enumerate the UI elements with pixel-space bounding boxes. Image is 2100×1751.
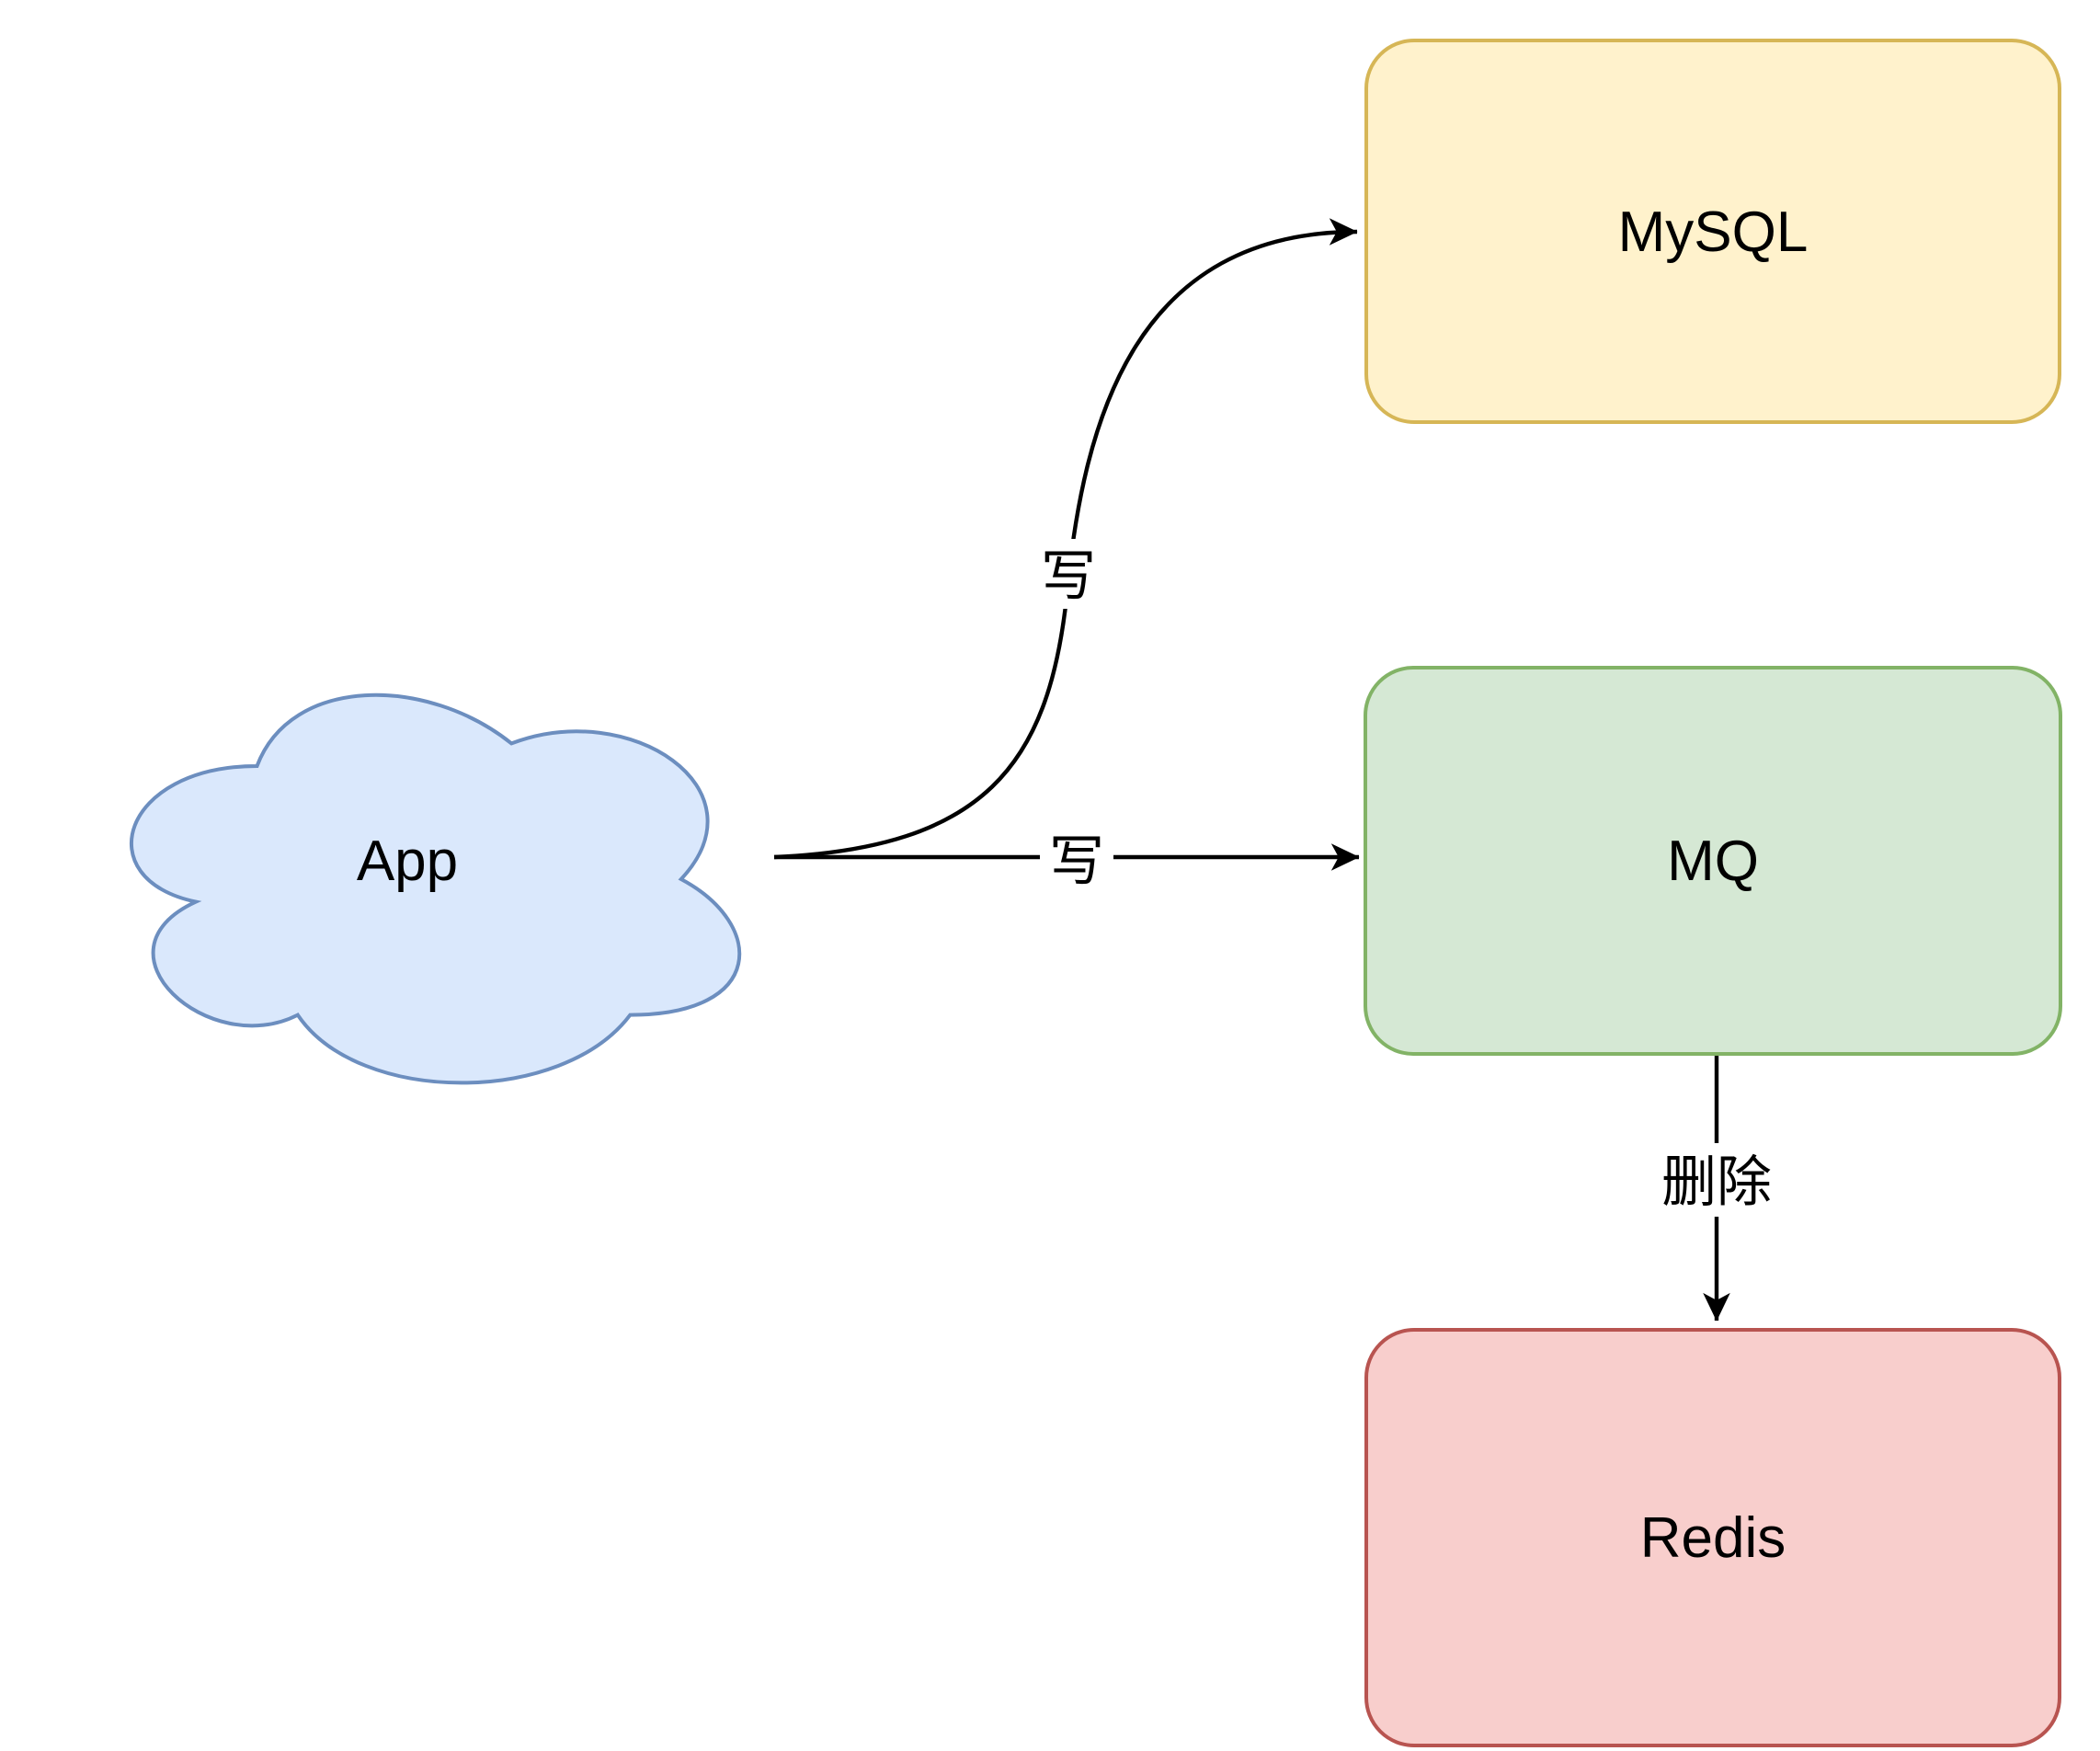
node-app: App <box>129 692 742 1085</box>
edge-label-background <box>1645 1143 1788 1217</box>
node-app-label: App <box>357 830 458 893</box>
app-cloud-shape <box>129 692 742 1085</box>
node-mq: MQ <box>1364 666 2062 1056</box>
node-redis-label: Redis <box>1640 1506 1786 1570</box>
edge-label-background <box>1040 825 1113 893</box>
edge-mq-to-redis: 删除 <box>1645 1056 1788 1322</box>
edge-label-background <box>1033 539 1101 609</box>
mysql-box-shape <box>1364 39 2061 424</box>
node-mysql-label: MySQL <box>1618 200 1809 264</box>
node-redis: Redis <box>1364 1328 2061 1747</box>
node-mq-label: MQ <box>1667 830 1759 893</box>
edge-app-to-mq: 写 <box>774 825 1360 893</box>
edge-app-to-mysql-label: 写 <box>1041 545 1096 607</box>
mq-box-shape <box>1364 666 2062 1056</box>
redis-box-shape <box>1364 1328 2061 1747</box>
edge-app-to-mysql: 写 <box>773 218 1358 860</box>
node-mysql: MySQL <box>1364 39 2061 424</box>
edge-app-to-mq-label: 写 <box>1049 830 1104 892</box>
edge-mq-to-redis-label: 删除 <box>1661 1151 1772 1213</box>
